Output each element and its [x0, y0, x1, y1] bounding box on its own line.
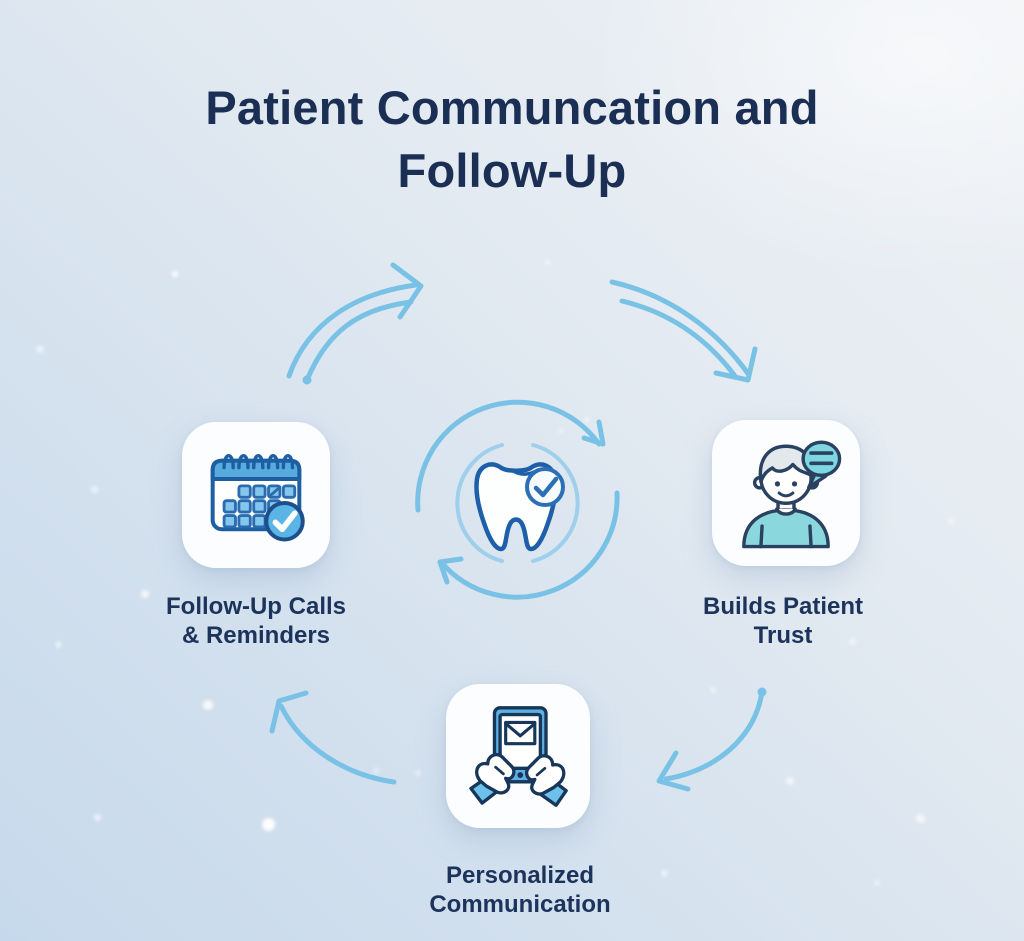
- label-line: & Reminders: [181, 622, 331, 650]
- label-line: Builds Patient: [702, 593, 864, 620]
- label-builds-patient-trust: Builds Patient Trust: [674, 592, 892, 651]
- page-title: Patient Communcation and Follow-Up: [0, 76, 1024, 203]
- arrow-left-to-top-icon: [286, 262, 424, 385]
- arrow-right-to-bottom-icon: [656, 687, 767, 792]
- arrow-bottom-to-left-icon: [269, 690, 397, 785]
- center-motif: [398, 383, 638, 623]
- icon-card-follow-up-calls: [182, 422, 330, 568]
- page-title-line2: Follow-Up: [397, 144, 627, 198]
- tooth-check-cycle-icon: [415, 399, 620, 600]
- icon-card-personalized-communication: [446, 684, 590, 828]
- hands-tablet-email-icon: [469, 706, 568, 807]
- calendar-check-icon: [210, 453, 305, 542]
- arrow-top-to-right-icon: [609, 279, 758, 383]
- icon-card-builds-trust: [712, 420, 860, 566]
- label-line: Communication: [429, 891, 611, 919]
- page-title-line1: Patient Communcation and: [205, 81, 819, 134]
- label-follow-up-calls: Follow-Up Calls & Reminders: [146, 592, 366, 651]
- label-personalized-communication: Personalized Communication: [400, 861, 640, 920]
- label-line: Trust: [753, 622, 813, 650]
- label-line: Follow-Up Calls: [166, 593, 346, 620]
- label-line: Personalized: [445, 862, 595, 889]
- patient-speech-bubble-icon: [742, 440, 842, 549]
